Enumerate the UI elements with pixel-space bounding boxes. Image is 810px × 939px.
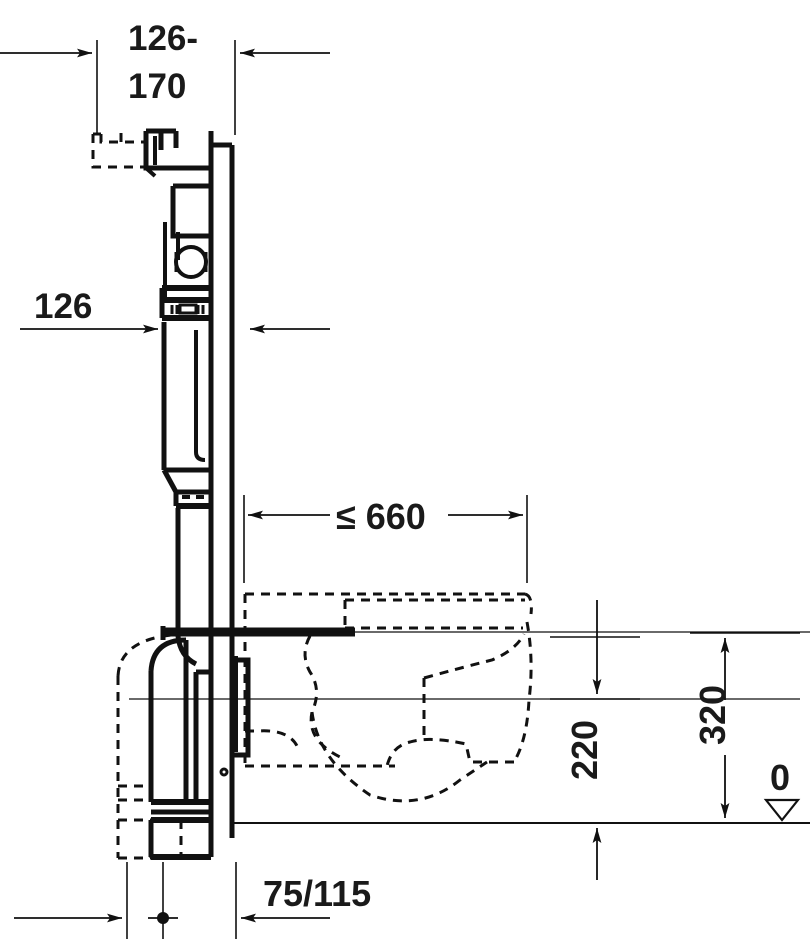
flush-plate-bottom-fold <box>144 166 157 178</box>
bowl-underside-curve <box>310 711 488 803</box>
flushplate-alt-outline <box>91 134 146 169</box>
dim-label-drain-offset: 75/115 <box>263 873 371 914</box>
dim-label-bowl-projection: ≤ 660 <box>336 496 426 537</box>
bowl-rear-foot-detail <box>245 729 300 749</box>
drain-center-dot-icon <box>157 912 169 924</box>
dim-label-top-depth-line1: 126- <box>128 19 198 58</box>
flushplate-alt-step <box>99 134 146 144</box>
dim-label-rim-height: 320 <box>692 685 733 745</box>
bowl-lid-corner <box>524 592 533 615</box>
frame-fixing-hole <box>219 767 229 777</box>
cistern-overflow-bend <box>194 451 206 462</box>
bowl-outer-rear-profile <box>512 621 533 763</box>
dim-label-mid-depth: 126 <box>34 287 92 326</box>
hidden-outline-geometry <box>91 132 533 860</box>
dimension-seat-height: 220 <box>550 600 640 880</box>
dim-label-seat-height: 220 <box>564 720 605 780</box>
bowl-base-profile <box>385 737 514 767</box>
dimension-top-depth: 126- 170 <box>0 19 330 135</box>
valve-window <box>178 303 198 315</box>
datum-triangle-icon <box>763 798 801 822</box>
dimension-drain-offset: 75/115 <box>14 862 371 939</box>
cistern-top-shoulder <box>170 186 211 239</box>
dimension-bowl-projection: ≤ 660 <box>243 495 528 583</box>
drain-elbow-outer-curve <box>148 637 187 672</box>
bowl-inner-front-profile <box>303 635 341 759</box>
tank-taper-left <box>161 468 179 494</box>
bowl-upper-rear-fold <box>423 633 526 680</box>
drain-alt-curve <box>116 632 187 677</box>
dim-label-top-depth-line2: 170 <box>128 67 186 106</box>
centerlines <box>129 631 810 824</box>
dimension-mid-depth: 126 <box>20 287 330 334</box>
dimension-rim-height: 320 <box>690 632 800 818</box>
wall-mount-bracket <box>232 657 251 758</box>
datum-marker: 0 <box>763 757 801 822</box>
datum-label: 0 <box>770 757 790 798</box>
